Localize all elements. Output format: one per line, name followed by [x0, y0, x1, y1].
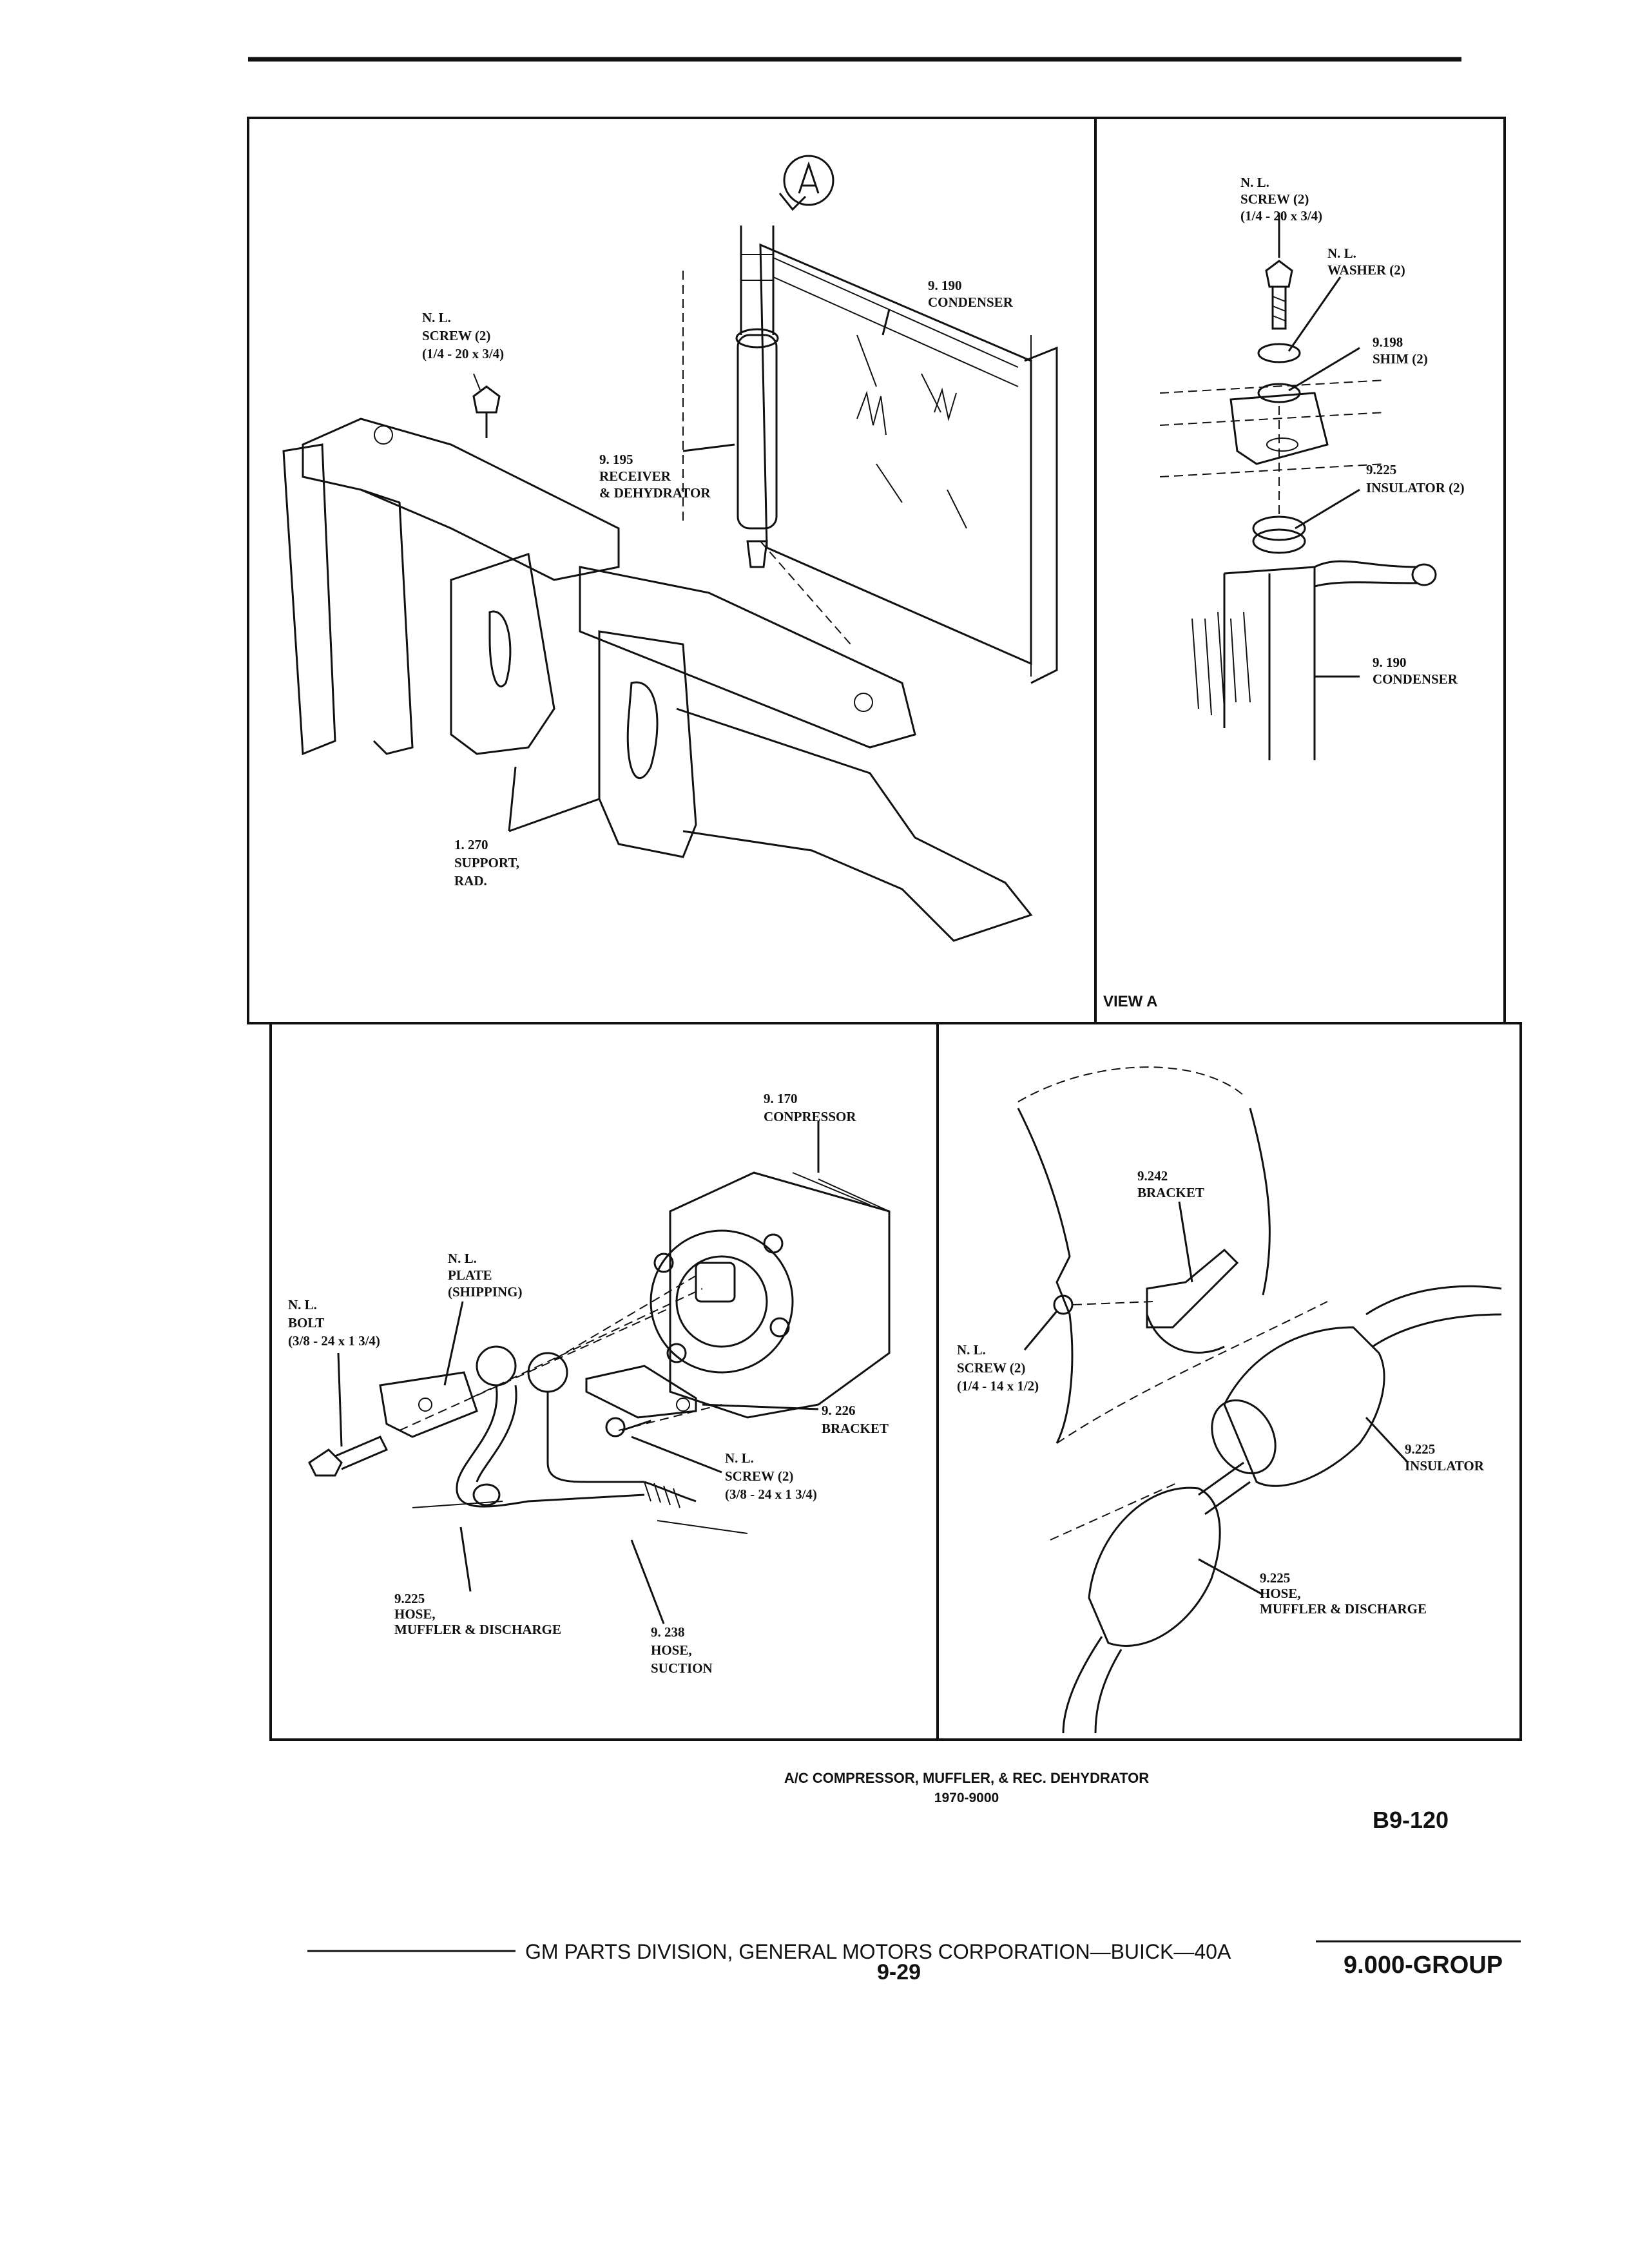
footer-publisher: GM PARTS DIVISION, GENERAL MOTORS CORPOR… [525, 1940, 1231, 1963]
washer-drawing [1257, 343, 1301, 363]
bracket-242-drawing [1146, 1248, 1239, 1354]
insulator-drawing [1252, 515, 1306, 554]
nl-plate-label: N. L. PLATE (SHIPPING) [448, 1251, 523, 1300]
nl-screw-label-tr: N. L. SCREW (2) (1/4 - 20 x 3/4) [1240, 175, 1322, 224]
hose-fitting-drawing [456, 1345, 697, 1508]
hose-muffler-label-bl: 9.225 HOSE, MUFFLER & DISCHARGE [394, 1591, 561, 1637]
bracket-226-label: 9. 226 BRACKET [822, 1403, 889, 1436]
leaders-bottom-right [1023, 1201, 1409, 1596]
footer-group: 9.000-GROUP [1344, 1952, 1503, 1979]
caption-subtitle: 1970-9000 [934, 1791, 999, 1805]
leaders-view-a [1287, 276, 1360, 678]
condenser-drawing [759, 243, 1058, 684]
bracket-226-drawing [585, 1365, 697, 1419]
bolt-drawing [308, 1436, 389, 1477]
compressor-drawing [650, 1171, 891, 1419]
nl-screw-242-drawing [1053, 1294, 1154, 1315]
bracket-242-label: 9.242 BRACKET [1137, 1168, 1204, 1200]
condenser-label-tr: 9. 190 CONDENSER [1373, 655, 1458, 687]
nl-screw-label-tl: N. L. SCREW (2) (1/4 - 20 x 3/4) [422, 310, 504, 361]
receiver-dehydrator-label: 9. 195 RECEIVER & DEHYDRATOR [599, 452, 711, 501]
view-a-illustration [1159, 213, 1437, 760]
body-panel-drawing [1017, 1066, 1328, 1444]
caption-title: A/C COMPRESSOR, MUFFLER, & REC. DEHYDRAT… [784, 1770, 1149, 1786]
compressor-illustration [308, 1121, 891, 1624]
page-number: 9-29 [877, 1960, 921, 1984]
condenser-label-tl: 9. 190 CONDENSER [928, 278, 1014, 310]
plate-drawing [379, 1371, 478, 1438]
insulator-label-tr: 9.225 INSULATOR (2) [1366, 462, 1465, 495]
compressor-label: 9. 170 CONPRESSOR [764, 1091, 856, 1124]
condenser-edge-drawing [1191, 560, 1437, 760]
insulator-label-br: 9.225 INSULATOR [1405, 1441, 1485, 1474]
shim-label: 9.198 SHIM (2) [1373, 334, 1428, 367]
muffler-hose-drawing [1050, 1461, 1251, 1734]
receiver-dehydrator-drawing [735, 226, 779, 568]
figure-code: B9-120 [1373, 1807, 1449, 1833]
nl-screw-label-br: N. L. SCREW (2) (1/4 - 14 x 1/2) [957, 1342, 1039, 1394]
radiator-support-illustration [282, 155, 1058, 942]
leaders-top-left [508, 309, 891, 832]
hose-muffler-label-br: 9.225 HOSE, MUFFLER & DISCHARGE [1260, 1570, 1427, 1617]
circled-a-arrow-icon [778, 155, 834, 211]
hose-suction-label: 9. 238 HOSE, SUCTION [651, 1624, 713, 1676]
nl-screw-label-bl: N. L. SCREW (2) (3/8 - 24 x 1 3/4) [725, 1450, 817, 1502]
muffler-insulator-drawing [1211, 1285, 1502, 1487]
muffler-illustration [1017, 1066, 1502, 1734]
nl-screw-226-drawing [605, 1417, 651, 1437]
panel-frames [247, 117, 1522, 1741]
shim-drawing [1257, 383, 1301, 403]
screw-drawing [472, 373, 501, 438]
view-a-label: VIEW A [1103, 993, 1157, 1010]
radiator-support-label: 1. 270 SUPPORT, RAD. [454, 837, 523, 889]
leaders-bottom-left [337, 1121, 820, 1624]
nl-screw-drawing [1265, 213, 1293, 330]
nl-washer-label: N. L. WASHER (2) [1327, 245, 1405, 278]
dash-projections-bl [399, 1275, 748, 1534]
bracket-plate-drawing [1159, 380, 1386, 477]
nl-bolt-label: N. L. BOLT (3/8 - 24 x 1 3/4) [288, 1297, 380, 1349]
